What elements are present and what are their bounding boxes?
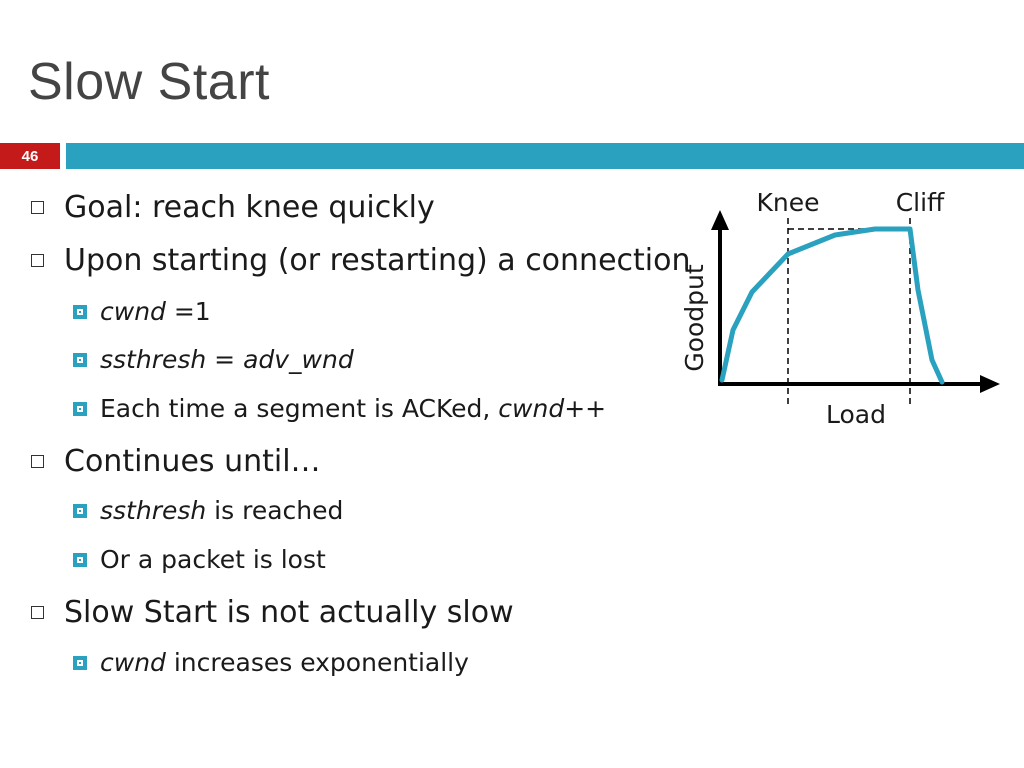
bullet-continues: Continues until…	[31, 444, 321, 480]
bullet-upon-starting: Upon starting (or restarting) a connecti…	[30, 243, 691, 279]
sub-bullet-packet-lost: Or a packet is lost	[73, 545, 326, 575]
sub-bullet-ssthresh-reached: ssthresh is reached	[72, 496, 344, 526]
bullet-text-italic: cwnd	[498, 394, 565, 423]
bullet-text-italic: cwnd	[100, 648, 166, 677]
bullet-text: Each time a segment is ACKed,	[100, 394, 499, 423]
bullet-text: Slow Start is not actually slow	[64, 595, 514, 630]
cliff-label: Cliff	[896, 188, 945, 217]
knee-label: Knee	[756, 188, 819, 217]
bullet-text: Goal: reach knee quickly	[64, 190, 435, 225]
bullet-goal: Goal: reach knee quickly	[31, 190, 435, 226]
sub-bullet-ssthresh: ssthresh = adv_wnd	[73, 345, 354, 375]
bullet-text: Or a packet is lost	[100, 545, 326, 574]
bullet-text: =1	[165, 297, 211, 326]
sub-bullet-ack: Each time a segment is ACKed, cwnd++	[72, 394, 607, 424]
bullet-text-italic: cwnd	[100, 297, 166, 326]
bullet-text: increases exponentially	[165, 648, 469, 677]
slide-number: 46	[0, 143, 60, 169]
bullet-not-slow: Slow Start is not actually slow	[31, 595, 514, 631]
bullet-text-italic: ssthresh	[100, 496, 207, 525]
bullet-text: Continues until…	[64, 444, 321, 479]
x-axis-arrow	[980, 375, 1000, 393]
slide-title: Slow Start	[28, 53, 270, 111]
sub-bullet-cwnd-init: cwnd =1	[73, 297, 211, 327]
bullet-text: is reached	[206, 496, 344, 525]
accent-bar	[66, 143, 1024, 169]
goodput-curve	[719, 226, 945, 385]
load-label: Load	[826, 400, 886, 429]
bullet-text: =	[206, 345, 244, 374]
bullet-text-italic: adv_wnd	[243, 345, 354, 374]
y-axis-arrow	[711, 210, 729, 230]
bullet-text: ++	[564, 394, 607, 423]
bullet-text: Upon starting (or restarting) a connecti…	[64, 243, 691, 278]
sub-bullet-exponential: cwnd increases exponentially	[73, 648, 469, 678]
bullet-text-italic: ssthresh	[100, 345, 207, 374]
goodput-label: Goodput	[680, 264, 709, 372]
